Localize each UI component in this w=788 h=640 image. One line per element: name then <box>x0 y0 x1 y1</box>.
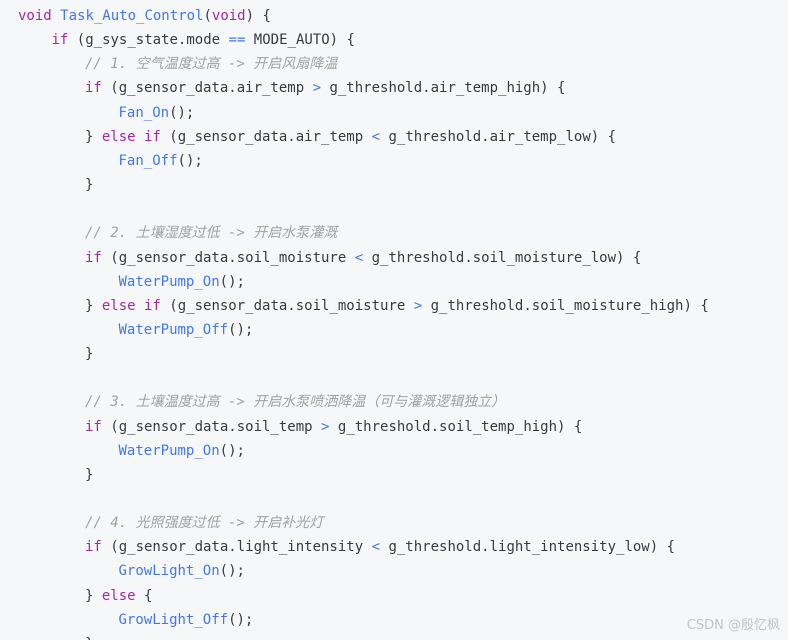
code-line: GrowLight_Off(); <box>119 610 254 630</box>
keyword: if <box>85 539 102 556</box>
code-line: } else if (g_sensor_data.soil_moisture >… <box>85 296 709 316</box>
code-text: } <box>85 128 102 145</box>
code-text: g_threshold.light_intensity_low) { <box>380 539 676 556</box>
code-text: g_threshold.air_temp_high) { <box>321 80 566 97</box>
code-line: Fan_On(); <box>119 103 195 123</box>
code-text: } <box>85 177 94 194</box>
code-text: (); <box>228 321 254 338</box>
code-text: (); <box>219 563 245 580</box>
code-line: } <box>85 465 93 485</box>
keyword: else if <box>101 128 161 145</box>
operator: > <box>413 297 423 314</box>
operator: == <box>228 32 246 49</box>
code-line: if (g_sys_state.mode == MODE_AUTO) { <box>52 30 355 50</box>
comment: // 2. 土壤湿度过低 -> 开启水泵灌溉 <box>85 225 338 242</box>
code-line: // 3. 土壤温度过高 -> 开启水泵喷洒降温（可与灌溉逻辑独立） <box>85 392 505 412</box>
keyword: if <box>85 80 102 97</box>
code-text: g_threshold.soil_temp_high) { <box>329 418 583 435</box>
code-text: g_threshold.air_temp_low) { <box>380 128 617 145</box>
code-line: Fan_Off(); <box>119 151 203 171</box>
code-text: (g_sensor_data.light_intensity <box>101 539 372 556</box>
code-line: WaterPump_Off(); <box>119 320 254 340</box>
function-name: WaterPump_On <box>118 273 220 290</box>
keyword: void <box>18 8 52 24</box>
code-text: { <box>135 587 153 604</box>
code-text: g_threshold.soil_moisture_high) { <box>422 297 709 314</box>
watermark: CSDN @殷忆枫 <box>686 618 780 633</box>
code-line: } <box>85 175 93 195</box>
code-text: (g_sensor_data.soil_moisture <box>160 297 414 314</box>
keyword: if <box>51 32 69 49</box>
code-line: } else if (g_sensor_data.air_temp < g_th… <box>85 127 616 147</box>
code-line: } else { <box>85 586 152 606</box>
code-text: (g_sensor_data.air_temp <box>101 80 313 97</box>
keyword: if <box>85 249 102 266</box>
function-name: Fan_On <box>118 104 170 121</box>
code-text: } <box>85 587 102 604</box>
code-text: MODE_AUTO) { <box>245 32 355 49</box>
operator: > <box>312 80 322 97</box>
code-line: WaterPump_On(); <box>119 272 245 292</box>
code-text: } <box>85 297 102 314</box>
comment: // 3. 土壤温度过高 -> 开启水泵喷洒降温（可与灌溉逻辑独立） <box>85 394 506 411</box>
code-text <box>52 8 60 24</box>
code-line: } <box>85 634 93 640</box>
code-text: } <box>85 636 93 640</box>
function-name: Fan_Off <box>118 152 178 169</box>
code-line: GrowLight_On(); <box>119 561 245 581</box>
code-text: (); <box>219 442 245 459</box>
code-text: g_threshold.soil_moisture_low) { <box>363 249 642 266</box>
code-text: (g_sensor_data.soil_temp <box>101 418 322 435</box>
code-line: void Task_Auto_Control(void) { <box>18 6 271 26</box>
keyword: else <box>101 587 136 604</box>
comment: // 1. 空气温度过高 -> 开启风扇降温 <box>85 56 338 73</box>
operator: > <box>321 418 330 435</box>
code-line: // 2. 土壤湿度过低 -> 开启水泵灌溉 <box>85 223 337 243</box>
code-line: WaterPump_On(); <box>119 441 245 461</box>
code-text: ) { <box>245 8 271 24</box>
function-name: WaterPump_Off <box>118 321 229 338</box>
code-text: } <box>85 346 94 363</box>
code-text: (); <box>177 152 203 169</box>
function-name: Task_Auto_Control <box>60 8 204 24</box>
comment: // 4. 光照强度过低 -> 开启补光灯 <box>85 515 324 532</box>
operator: < <box>371 128 381 145</box>
code-line: // 4. 光照强度过低 -> 开启补光灯 <box>85 513 323 533</box>
keyword: else if <box>101 297 161 314</box>
code-text: (g_sensor_data.soil_moisture <box>101 249 355 266</box>
code-text: (); <box>169 104 195 121</box>
code-line: if (g_sensor_data.soil_moisture < g_thre… <box>85 248 641 268</box>
code-text: } <box>85 466 94 483</box>
code-line: } <box>85 344 93 364</box>
code-line: if (g_sensor_data.soil_temp > g_threshol… <box>85 417 582 437</box>
function-name: GrowLight_Off <box>118 611 229 628</box>
operator: < <box>354 249 364 266</box>
code-text: ( <box>203 8 212 24</box>
code-text: (g_sys_state.mode <box>68 32 229 49</box>
code-line: // 1. 空气温度过高 -> 开启风扇降温 <box>85 54 337 74</box>
keyword: void <box>211 8 246 24</box>
operator: < <box>371 539 381 556</box>
code-text: (g_sensor_data.air_temp <box>160 128 372 145</box>
keyword: if <box>85 418 102 435</box>
code-text: (); <box>228 611 254 628</box>
function-name: GrowLight_On <box>118 563 220 580</box>
code-text: (); <box>219 273 245 290</box>
code-line: if (g_sensor_data.light_intensity < g_th… <box>85 537 675 557</box>
code-line: if (g_sensor_data.air_temp > g_threshold… <box>85 78 565 98</box>
function-name: WaterPump_On <box>118 442 220 459</box>
